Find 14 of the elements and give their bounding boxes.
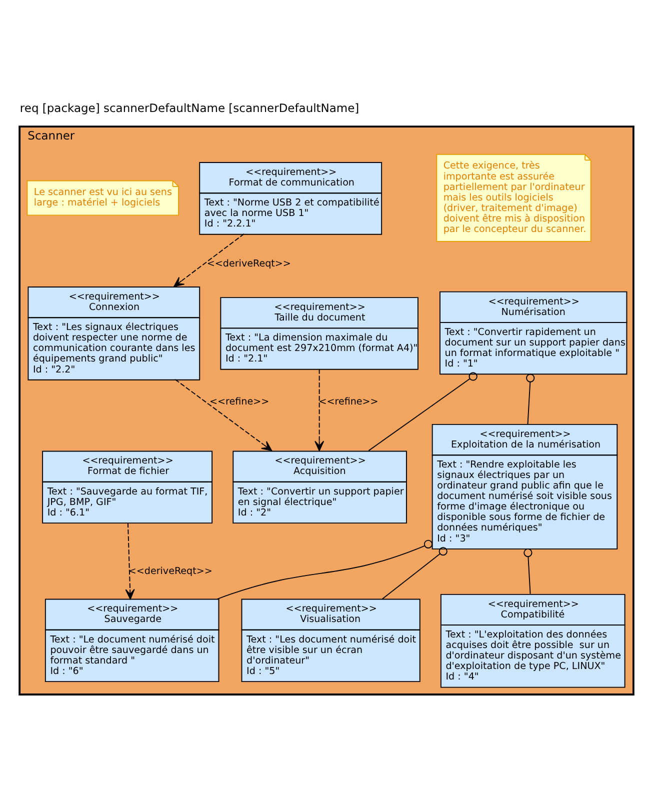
arrow [314,368,324,452]
arrow [174,233,245,287]
connector [524,548,532,594]
edge-label: <<refine>> [318,396,378,408]
connector [216,540,433,600]
edge-label: <<deriveReqt>> [206,258,291,270]
diagram-title: req [package] scannerDefaultName [scannerDefaultName] [20,100,360,115]
edge-label: <<deriveReqt>> [128,566,212,577]
arrow [174,379,272,452]
connector [368,372,478,452]
connector [526,374,535,425]
arrow [125,522,135,600]
edge-label: <<refine>> [210,396,270,408]
connector [382,547,448,600]
